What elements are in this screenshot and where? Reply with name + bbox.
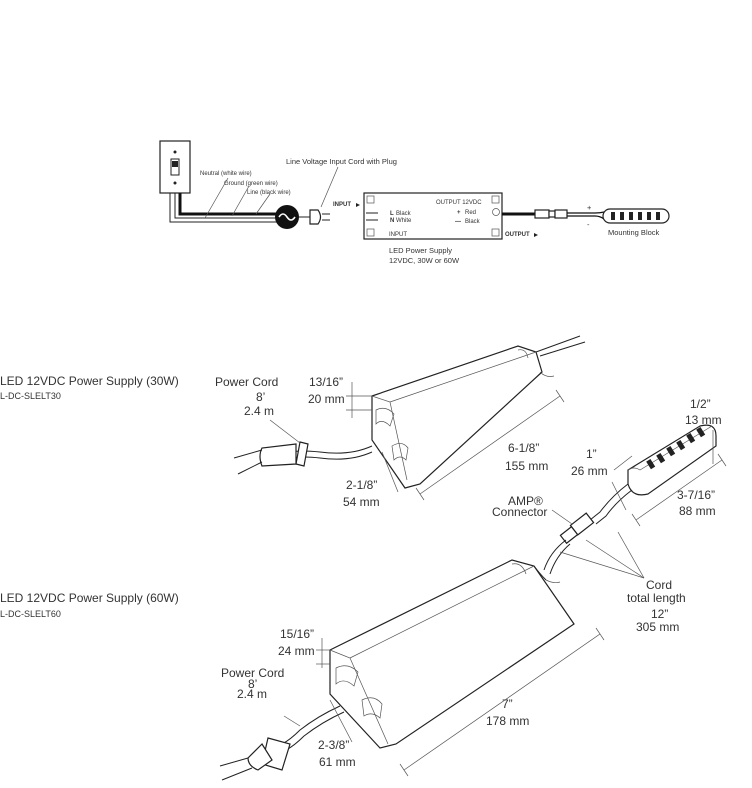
supply30-width-mm: 54 mm <box>343 495 380 509</box>
supply60-cord-m: 2.4 m <box>237 687 267 701</box>
psu-red-wire: Red <box>465 210 476 216</box>
block-height-mm: 13 mm <box>685 413 722 427</box>
input-arrow-icon <box>356 203 360 207</box>
supply30-cord-label: Power Cord <box>215 375 278 389</box>
psu-minus-terminal: — <box>455 219 461 225</box>
block-width-in: 1” <box>586 447 597 461</box>
supply30-power-cord <box>233 441 373 475</box>
supply60-height-in: 15/16” <box>280 627 314 641</box>
psu-l-wire: Black <box>396 211 412 217</box>
block-width-mm: 26 mm <box>571 464 608 478</box>
psu-input-text: INPUT <box>389 232 407 238</box>
block-cord <box>543 483 633 575</box>
supply60-length-in: 7” <box>502 697 513 711</box>
output-arrow-label: OUTPUT <box>505 232 530 238</box>
supply60-body <box>329 559 575 749</box>
supply30-title: LED 12VDC Power Supply (30W) <box>0 374 179 388</box>
minus-label: - <box>587 220 590 229</box>
psu-plus-terminal: + <box>457 210 461 216</box>
supply30-code: L-DC-SLELT30 <box>0 391 61 401</box>
cord-length-mm: 305 mm <box>636 620 679 634</box>
supply60-cord-label: Power Cord <box>221 666 284 680</box>
supply30-length-in: 6-1/8” <box>508 441 539 455</box>
supply30-cord-ft: 8’ <box>256 390 265 404</box>
line-wire-label: Line (black wire) <box>247 190 291 196</box>
supply30-cord-m: 2.4 m <box>244 404 274 418</box>
supply30-height-in: 13/16” <box>309 375 343 389</box>
power-supply-box <box>363 192 503 240</box>
supply60-power-cord <box>219 705 345 781</box>
ground-wire-label: Ground (green wire) <box>224 181 278 187</box>
cord-length-in: 12” <box>651 607 668 621</box>
psu-n-wire: White <box>396 218 412 224</box>
wall-switch <box>159 140 191 194</box>
supply30-height-mm: 20 mm <box>308 392 345 406</box>
mounting-block-label: Mounting Block <box>608 228 660 237</box>
supply60-length-mm: 178 mm <box>486 714 529 728</box>
neutral-wire-label: Neutral (white wire) <box>200 171 252 177</box>
supply30-width-in: 2-1/8” <box>346 478 377 492</box>
cord-total-length-label: total length <box>627 591 686 605</box>
cord-label: Cord <box>646 578 672 592</box>
input-cord-label: Line Voltage Input Cord with Plug <box>286 157 397 166</box>
psu-title: LED Power Supply <box>389 246 452 255</box>
connector-label-amp: AMP® <box>508 494 543 508</box>
supply60-height-mm: 24 mm <box>278 644 315 658</box>
ac-source-icon <box>275 205 299 229</box>
input-arrow-label: INPUT <box>333 202 351 208</box>
mounting-block-icon <box>602 208 670 224</box>
switch-wires <box>169 177 278 223</box>
psu-l-terminal: L <box>390 211 394 217</box>
supply60-title: LED 12VDC Power Supply (60W) <box>0 591 179 605</box>
block-height-in: 1/2” <box>690 397 711 411</box>
supply60-cord-ft: 8’ <box>248 677 257 691</box>
psu-black-wire: Black <box>465 219 481 225</box>
psu-n-terminal: N <box>390 218 394 224</box>
psu-output-text: OUTPUT 12VDC <box>436 200 482 206</box>
plus-label: + <box>587 203 592 212</box>
connector-label: Connector <box>492 505 547 519</box>
mounting-block-3d <box>627 424 717 496</box>
plug-icon <box>299 209 330 225</box>
block-length-in: 3-7/16” <box>677 488 715 502</box>
supply60-code: L-DC-SLELT60 <box>0 609 61 619</box>
psu-subtitle: 12VDC, 30W or 60W <box>389 256 460 265</box>
output-arrow-icon <box>534 233 538 237</box>
supply30-length-mm: 155 mm <box>505 459 548 473</box>
supply30-body <box>371 335 586 489</box>
supply60-width-mm: 61 mm <box>319 755 356 769</box>
block-length-mm: 88 mm <box>679 504 716 518</box>
supply60-width-in: 2-3/8” <box>318 738 349 752</box>
